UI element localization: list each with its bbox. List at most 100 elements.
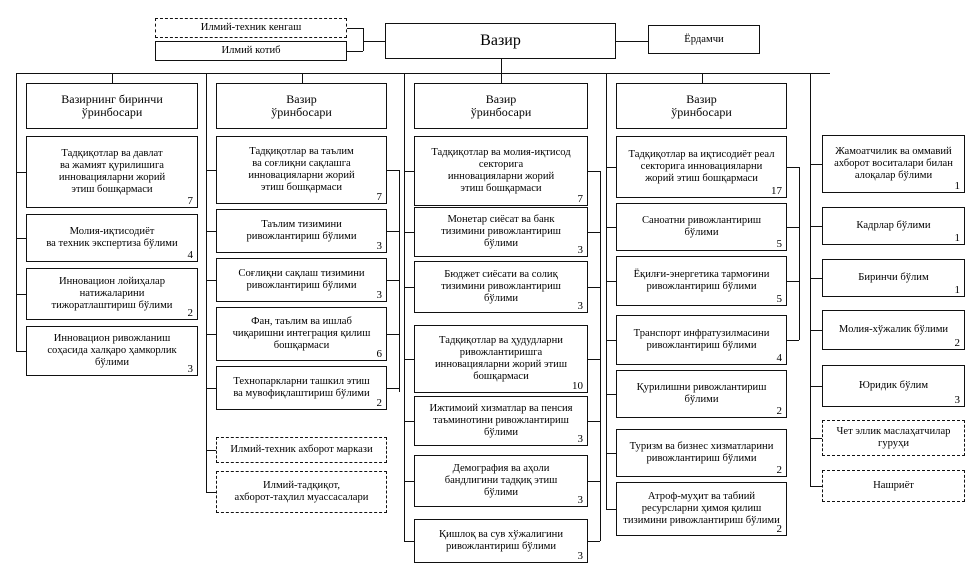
dept-deputy-minister-real-sector-2-count: 5: [776, 238, 783, 250]
dept-deputy-minister-finance-economy-2-count: 3: [577, 244, 584, 256]
connector-spine-support-departments: [810, 73, 812, 486]
dept-deputy-minister-finance-economy-6-count: 3: [577, 494, 584, 506]
connector-stub-first-deputy-minister-2: [16, 238, 26, 240]
group-bracket-col3-stub-6: [588, 541, 600, 543]
dept-support-departments-4[interactable]: Молия-хўжалик бўлими 2: [822, 310, 965, 350]
group-bracket-col4-stub-3: [787, 340, 799, 342]
dept-deputy-minister-education-health-2-count: 3: [376, 240, 383, 252]
group-bracket-col3-stub-5: [588, 481, 600, 483]
connector-left-spine: [363, 28, 365, 51]
connector-stub-support-departments-2: [810, 226, 822, 228]
connector-stub-deputy-minister-finance-economy-3: [404, 287, 414, 289]
group-bracket-col4-stub-0: [787, 167, 799, 169]
dept-deputy-minister-education-health-7[interactable]: Илмий-тадқиқот,ахборот-таҳлил муассасала…: [216, 471, 387, 513]
dept-support-departments-3-label: Биринчи бўлим: [858, 272, 929, 284]
connector-stub-deputy-minister-finance-economy-7: [404, 541, 414, 543]
connector-stub-support-departments-7: [810, 486, 822, 488]
connector-stub-deputy-minister-real-sector-2: [606, 227, 616, 229]
left-attachment-scientific-secretary-label: Илмий котиб: [221, 45, 281, 57]
connector-stub-deputy-minister-real-sector-5: [606, 394, 616, 396]
dept-deputy-minister-real-sector-3-count: 5: [776, 293, 783, 305]
left-attachment-scientific-secretary[interactable]: Илмий котиб: [155, 41, 347, 61]
connector-stub-deputy-minister-education-health-2: [206, 231, 216, 233]
group-bracket-col3-stub-0: [588, 171, 600, 173]
left-attachment-scientific-technical-council-label: Илмий-техник кенгаш: [200, 22, 302, 34]
connector-stub-deputy-minister-finance-economy-1: [404, 171, 414, 173]
dept-deputy-minister-real-sector-4-count: 4: [776, 352, 783, 364]
connector-minister-drop: [500, 59, 502, 73]
dept-deputy-minister-education-health-4-count: 6: [376, 348, 383, 360]
dept-deputy-minister-real-sector-5-count: 2: [776, 405, 783, 417]
dept-first-deputy-minister-2-count: 4: [187, 249, 194, 261]
dept-deputy-minister-education-health-7-label: Илмий-тадқиқот,ахборот-таҳлил муассасала…: [234, 480, 369, 503]
minister-box-label: Вазир: [480, 32, 521, 50]
connector-stub-deputy-minister-education-health-7: [206, 492, 216, 494]
dept-support-departments-1-count: 1: [954, 180, 961, 192]
dept-support-departments-5-count: 3: [954, 394, 961, 406]
right-attachment-assistant[interactable]: Ёрдамчи: [648, 25, 760, 54]
right-attachment-assistant-label: Ёрдамчи: [684, 33, 724, 45]
minister-box[interactable]: Вазир: [385, 23, 616, 59]
connector-secretary-stub: [347, 51, 363, 53]
dept-deputy-minister-real-sector-1-count: 17: [771, 185, 782, 197]
connector-stub-deputy-minister-real-sector-6: [606, 453, 616, 455]
dept-support-departments-4-count: 2: [954, 337, 961, 349]
connector-stub-deputy-minister-real-sector-3: [606, 281, 616, 283]
group-bracket-col3-stub-4: [588, 421, 600, 423]
dept-deputy-minister-education-health-6[interactable]: Илмий-техник ахборот маркази: [216, 437, 387, 463]
connector-council-stub: [347, 28, 363, 30]
group-bracket-col3-spine: [600, 171, 602, 541]
left-attachment-scientific-technical-council[interactable]: Илмий-техник кенгаш: [155, 18, 347, 38]
group-bracket-col2-stub-4: [387, 388, 399, 390]
connector-bus-to-deputy-minister-education-health: [301, 73, 303, 83]
dept-support-departments-7[interactable]: Нашриёт: [822, 470, 965, 502]
dept-first-deputy-minister-4-count: 3: [187, 363, 194, 375]
connector-stub-deputy-minister-finance-economy-4: [404, 359, 414, 361]
dept-support-departments-4-label: Молия-хўжалик бўлими: [838, 324, 949, 336]
dept-support-departments-2-count: 1: [954, 232, 961, 244]
